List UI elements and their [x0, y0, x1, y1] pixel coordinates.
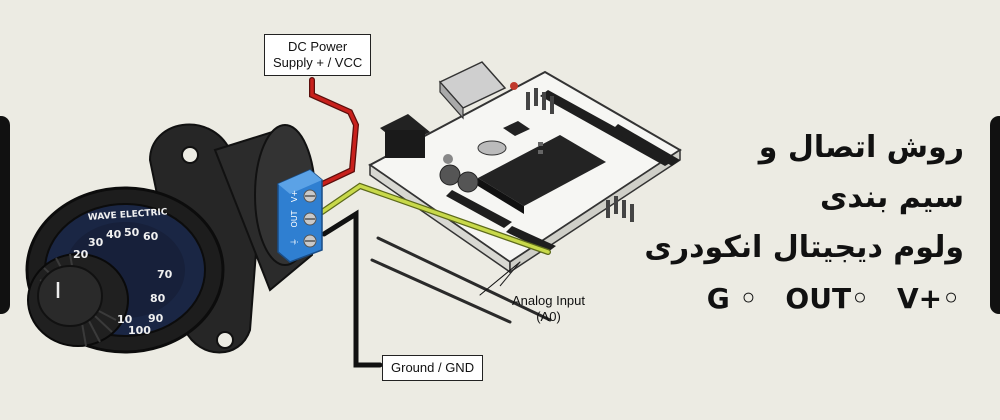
scale-tick-30: 30 [88, 236, 104, 249]
pin-label-g: G ◦ [706, 282, 758, 315]
pin-label-out: OUT◦ [785, 282, 869, 315]
terminal-block: V+ OUT ⏚ [277, 169, 323, 263]
analog-label-line2: (A0) [536, 309, 561, 324]
analog-label: Analog Input (A0) [512, 293, 585, 325]
scale-tick-80: 80 [150, 292, 166, 305]
ground-callout: Ground / GND [382, 355, 484, 381]
wires [309, 77, 552, 368]
power-callout: DC Power Supply + / VCC [264, 34, 372, 76]
scale-tick-20: 20 [73, 248, 89, 261]
ground-callout-text: Ground / GND [391, 360, 475, 375]
arduino-board [368, 61, 682, 274]
power-callout-line2: Supply + / VCC [273, 55, 363, 70]
scale-tick-60: 60 [143, 230, 159, 243]
pin-legend: G ◦ OUT◦ V+◦ [707, 282, 960, 315]
scale-tick-70: 70 [157, 268, 173, 281]
terminal-pin-ground: ⏚ [290, 238, 299, 246]
analog-leader-line [499, 261, 521, 287]
scale-tick-10: 10 [117, 313, 133, 326]
analog-label-line1: Analog Input [512, 293, 586, 308]
title-line-3: ولوم دیجیتال انکودری [644, 230, 964, 265]
power-callout-line1: DC Power [288, 39, 348, 54]
title-line-2: سیم بندی [819, 180, 964, 215]
scale-tick-50: 50 [124, 226, 140, 239]
rotary-encoder [25, 123, 316, 354]
scale-tick-100: 100 [128, 324, 151, 337]
scale-tick-90: 90 [148, 312, 164, 325]
pin-label-vplus: V+◦ [896, 282, 960, 315]
scale-tick-40: 40 [106, 228, 122, 241]
right-edge-tab [990, 116, 1000, 314]
terminal-pin-out: OUT [290, 210, 299, 227]
title-line-1: روش اتصال و [758, 130, 964, 165]
left-edge-tab [0, 116, 10, 314]
terminal-pin-vplus: V+ [290, 190, 299, 202]
